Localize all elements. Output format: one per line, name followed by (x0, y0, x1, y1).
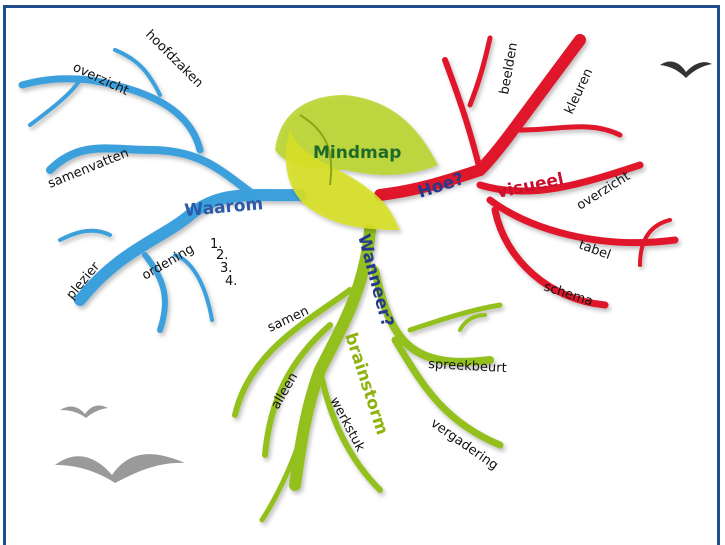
bird-icon (660, 61, 712, 78)
branch-label-waarom: Waarom (184, 194, 264, 221)
center-label: Mindmap (313, 143, 401, 163)
frame-border (3, 5, 720, 545)
bird-icon (60, 405, 108, 418)
keyword-visueel: visueel (495, 169, 566, 203)
branch-wanneer (232, 224, 504, 523)
branch-waarom (18, 48, 306, 333)
leaf-icon (275, 95, 438, 230)
label-schema: schema (542, 280, 595, 310)
label-kleuren: kleuren (562, 66, 596, 116)
branch-label-hoe: Hoe? (415, 169, 466, 203)
label-spreekbeurt: spreekbeurt (428, 357, 507, 376)
list-item-2: 2. (216, 248, 228, 263)
list-item-3: 3. (220, 261, 232, 276)
label-beelden: beelden (497, 42, 521, 96)
branch-hoe (374, 34, 679, 309)
list-item-4: 4. (225, 274, 237, 289)
list-item-1: 1. (210, 237, 222, 252)
label-samen: samen (265, 304, 311, 336)
bird-icon (55, 454, 185, 483)
label-alleen: alleen (268, 370, 301, 412)
